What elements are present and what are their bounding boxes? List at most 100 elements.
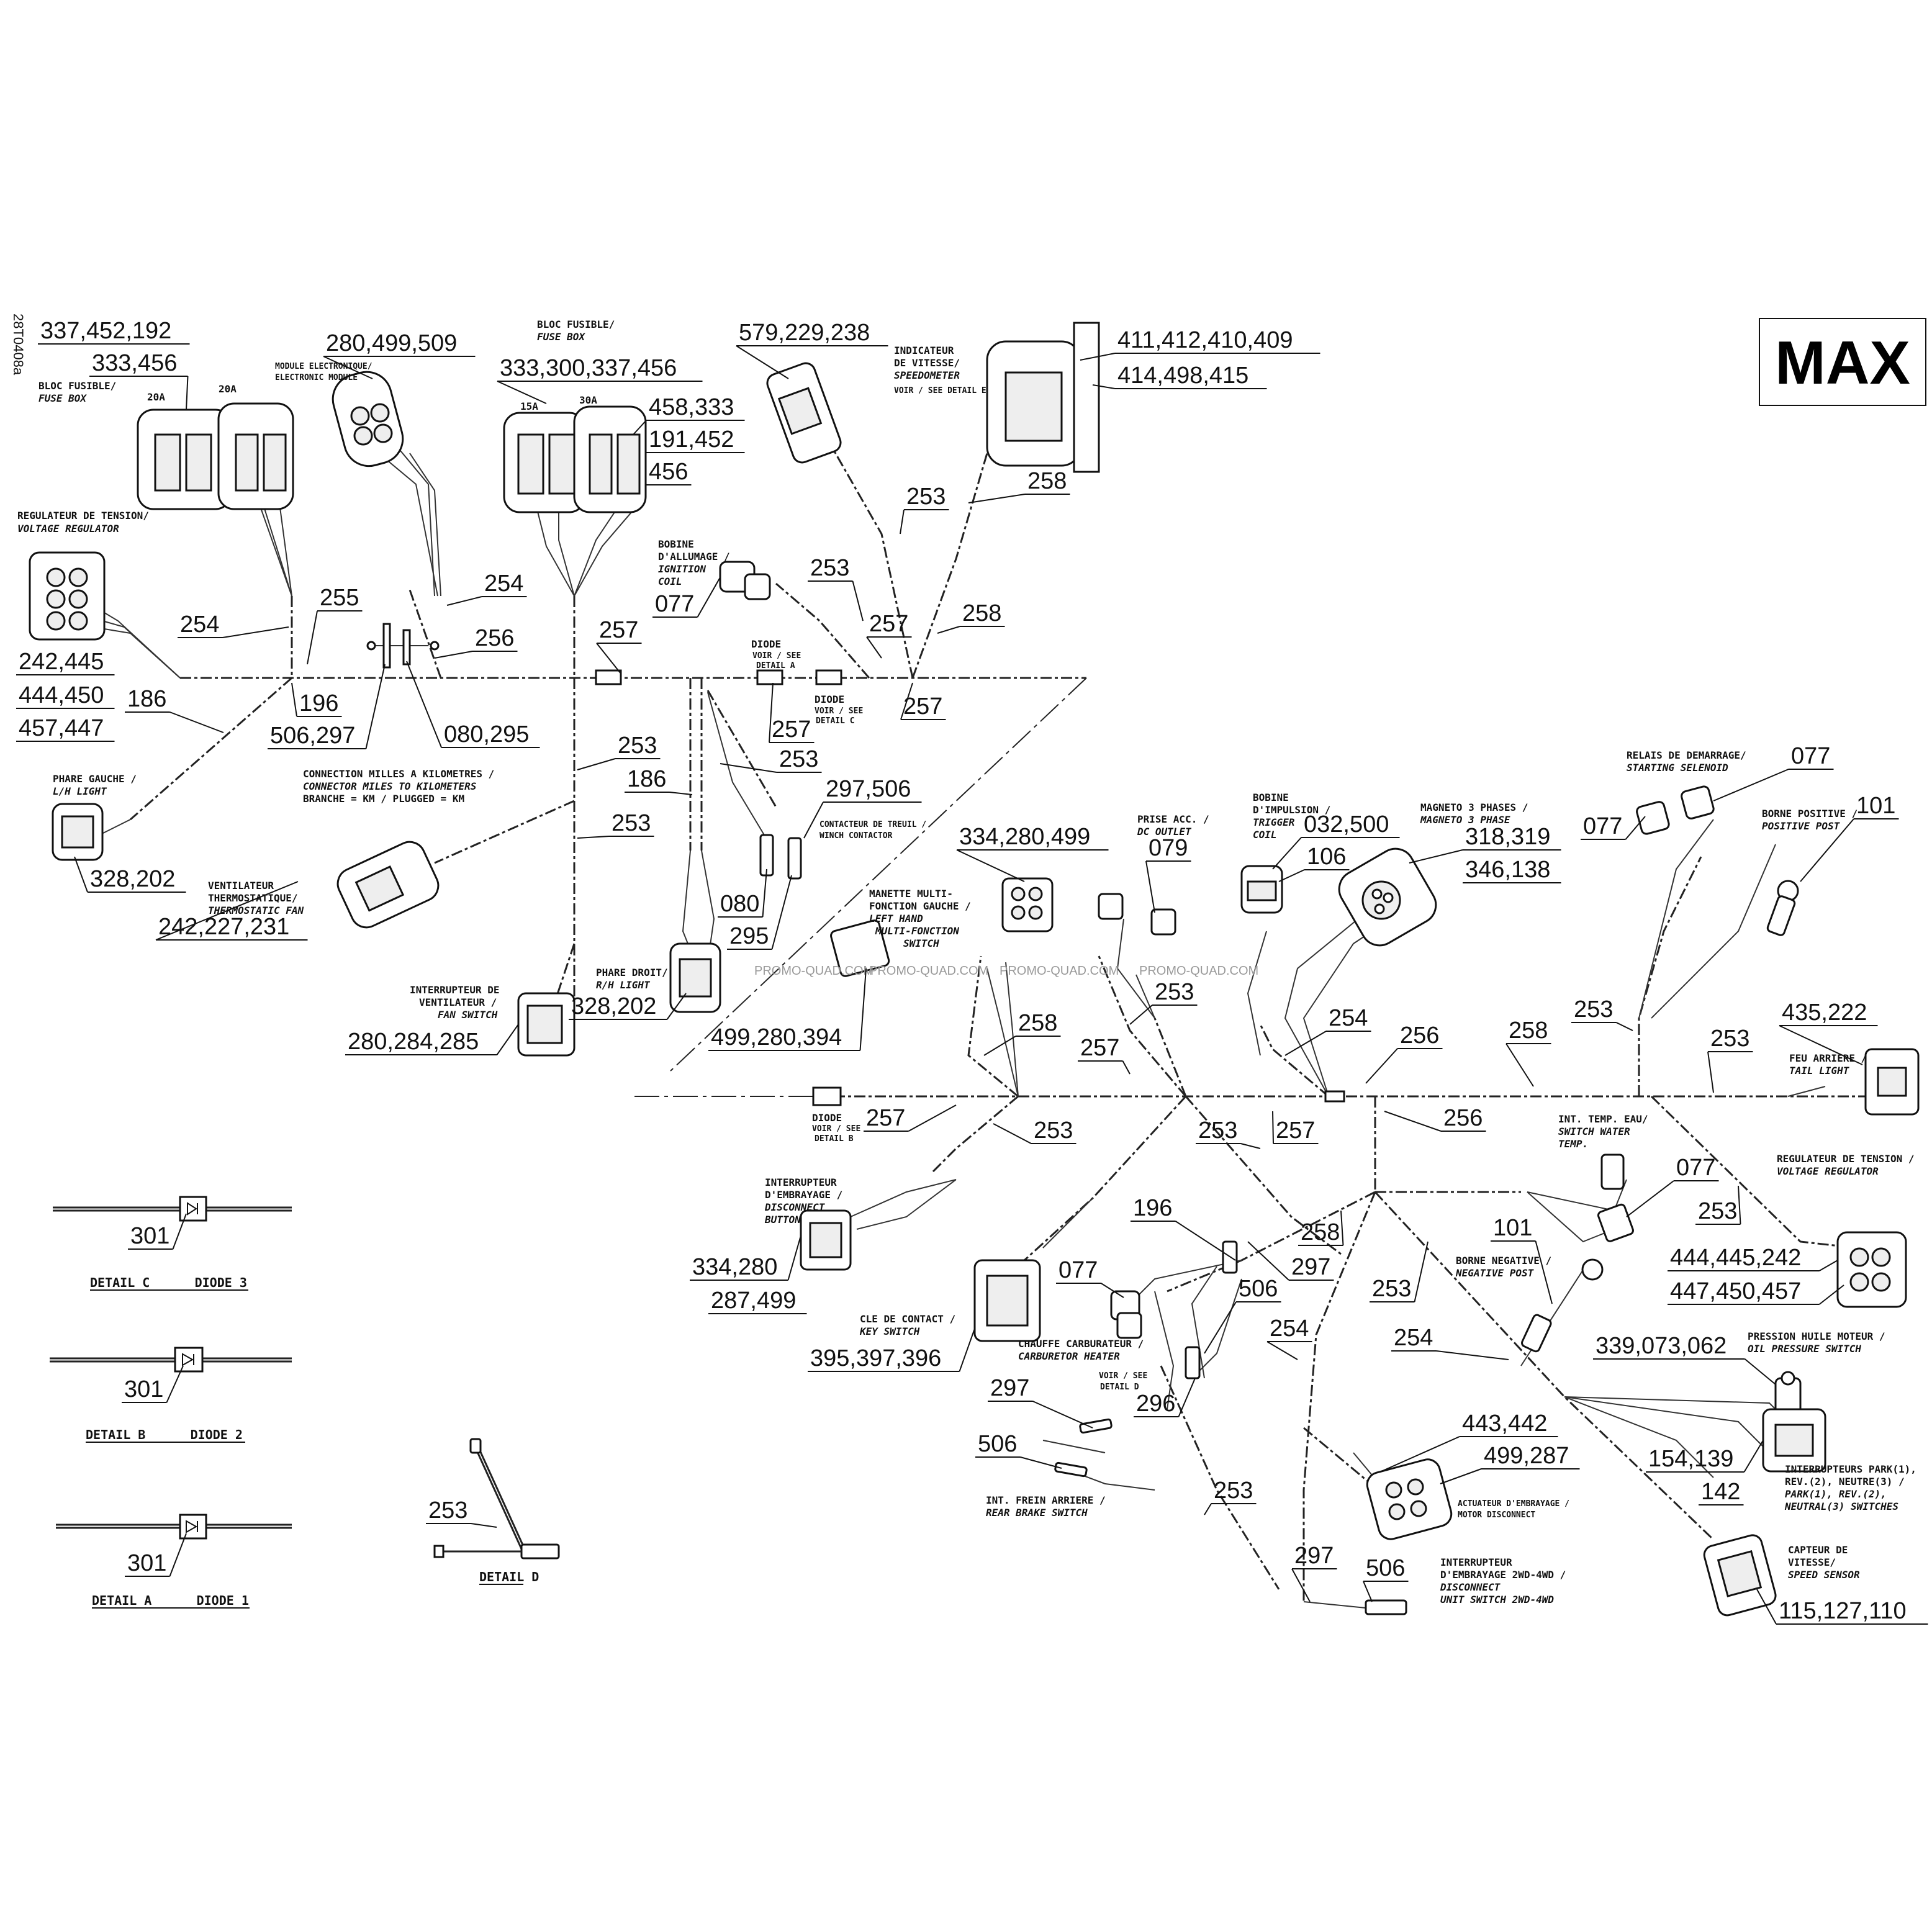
part-number-label: 256 xyxy=(1400,1022,1439,1049)
connector-winch-contactor xyxy=(759,834,802,880)
leader-line xyxy=(577,836,610,839)
caption: TAIL LIGHT xyxy=(1789,1065,1850,1077)
leader-line xyxy=(434,651,473,659)
caption: VENTILATEUR xyxy=(208,880,274,892)
part-number-label: 253 xyxy=(1198,1117,1237,1144)
caption: PHARE GAUCHE / xyxy=(53,773,137,785)
caption: VOIR / SEE DETAIL E xyxy=(894,386,986,395)
caption: REGULATEUR DE TENSION/ xyxy=(17,510,149,521)
part-number-label: 456 xyxy=(649,459,688,485)
caption: NEGATIVE POST xyxy=(1455,1267,1535,1279)
part-number-label: 444,445,242 xyxy=(1670,1245,1801,1271)
caption: MOTOR DISCONNECT xyxy=(1458,1510,1535,1520)
leader-line xyxy=(1738,1185,1741,1225)
part-number-label: 253 xyxy=(1034,1117,1073,1144)
leader-line xyxy=(496,1024,519,1055)
leader-line xyxy=(859,968,867,1051)
caption: THERMOSTATIQUE/ xyxy=(208,892,298,904)
part-number-label: 411,412,410,409 xyxy=(1117,327,1293,353)
part-number-label: 115,127,110 xyxy=(1779,1598,1907,1624)
caption: RELAIS DE DEMARRAGE/ xyxy=(1627,749,1746,761)
part-number-label: 032,500 xyxy=(1304,811,1389,837)
part-number-label: 297 xyxy=(1294,1543,1334,1569)
caption: KEY SWITCH xyxy=(859,1325,920,1337)
caption: COIL xyxy=(658,576,682,587)
leader-line xyxy=(803,801,824,839)
part-number-label: 295 xyxy=(729,923,769,949)
part-number-label: 458,333 xyxy=(649,394,734,420)
part-number-label: 253 xyxy=(1214,1478,1253,1504)
caption: VOIR / SEE xyxy=(812,1124,860,1134)
caption: CARBURETOR HEATER xyxy=(1018,1350,1120,1362)
connector-water-temp xyxy=(1597,1153,1634,1242)
part-number-label: 254 xyxy=(180,612,219,638)
watermark-1: PROMO-QUAD.COM xyxy=(754,964,873,978)
connector-2wd-4wd-switch xyxy=(1365,1599,1407,1615)
caption: DETAIL C DIODE 3 xyxy=(90,1275,247,1290)
caption: IGNITION xyxy=(658,563,706,575)
part-number-label: 077 xyxy=(1583,813,1622,839)
connector-dc-outlet xyxy=(1098,893,1176,936)
caption: D'IMPULSION / xyxy=(1253,804,1330,816)
caption: DETAIL B DIODE 2 xyxy=(86,1427,243,1442)
caption: FEU ARRIERE / xyxy=(1789,1052,1867,1064)
part-number-label: 154,139 xyxy=(1648,1446,1733,1472)
caption: THERMOSTATIC FAN xyxy=(208,905,304,916)
leader-line xyxy=(697,577,721,618)
part-number-label: 296 xyxy=(1136,1391,1175,1417)
connector-rh-light xyxy=(669,942,721,1013)
leader-line xyxy=(1129,1004,1153,1025)
caption: FUSE BOX xyxy=(537,331,585,343)
detail-a-diode-1 xyxy=(56,1514,292,1540)
part-number-label: 287,499 xyxy=(711,1288,796,1314)
caption: PRISE ACC. / xyxy=(1137,813,1209,825)
leader-line xyxy=(866,636,882,659)
caption: DETAIL D xyxy=(1100,1383,1139,1392)
connector-positive-post xyxy=(1766,880,1799,936)
part-number-label: 280,284,285 xyxy=(348,1029,479,1055)
connector-motor-disconnect xyxy=(1366,1458,1453,1540)
part-number-label: 506 xyxy=(1366,1555,1405,1581)
part-number-label: 414,498,415 xyxy=(1117,363,1248,389)
part-number-label: 257 xyxy=(869,611,908,637)
part-number-label: 196 xyxy=(1133,1195,1172,1221)
caption: VOLTAGE REGULATOR xyxy=(17,523,119,535)
part-number-label: 435,222 xyxy=(1782,1000,1867,1026)
leader-line xyxy=(1756,1589,1777,1625)
leader-line xyxy=(222,626,289,638)
connector-speedometer xyxy=(986,322,1100,473)
leader-line xyxy=(1365,1048,1398,1084)
part-number-label: 253 xyxy=(1574,996,1613,1022)
part-number-label: 077 xyxy=(1791,743,1830,769)
caption: DC OUTLET xyxy=(1137,826,1192,837)
part-number-label: 080,295 xyxy=(444,721,529,747)
leader-line xyxy=(1266,1341,1298,1360)
connector-starting-solenoid xyxy=(1636,785,1715,835)
caption: SPEED SENSOR xyxy=(1788,1569,1860,1581)
leader-line xyxy=(1616,1022,1633,1031)
cut-line-upper xyxy=(670,677,1087,1072)
caption: POSITIVE POST xyxy=(1762,820,1841,832)
part-number-label: 499,287 xyxy=(1484,1443,1569,1469)
caption: MAGNETO 3 PHASE xyxy=(1420,814,1510,826)
part-number-label: 253 xyxy=(1698,1198,1737,1224)
leader-line xyxy=(406,661,442,748)
caption: D'EMBRAYAGE / xyxy=(765,1189,842,1201)
caption: 20A xyxy=(147,391,165,403)
caption: MODULE ELECTRONIQUE/ xyxy=(275,362,372,371)
leader-line xyxy=(908,1104,957,1132)
leader-line xyxy=(172,1213,187,1250)
caption: BLOC FUSIBLE/ xyxy=(537,318,615,330)
leader-line xyxy=(155,881,299,941)
caption: SWITCH WATER xyxy=(1558,1126,1630,1137)
caption: DETAIL A xyxy=(756,661,795,670)
leader-line xyxy=(1284,1031,1327,1056)
part-number-label: 506 xyxy=(978,1431,1017,1457)
leader-line xyxy=(852,580,864,621)
part-number-label: 339,073,062 xyxy=(1596,1333,1727,1359)
caption: OIL PRESSURE SWITCH xyxy=(1748,1343,1861,1355)
leader-line xyxy=(291,682,297,717)
connector-ignition-coil xyxy=(719,561,771,600)
leader-line xyxy=(1818,1284,1844,1305)
part-number-label: 142 xyxy=(1701,1479,1740,1505)
